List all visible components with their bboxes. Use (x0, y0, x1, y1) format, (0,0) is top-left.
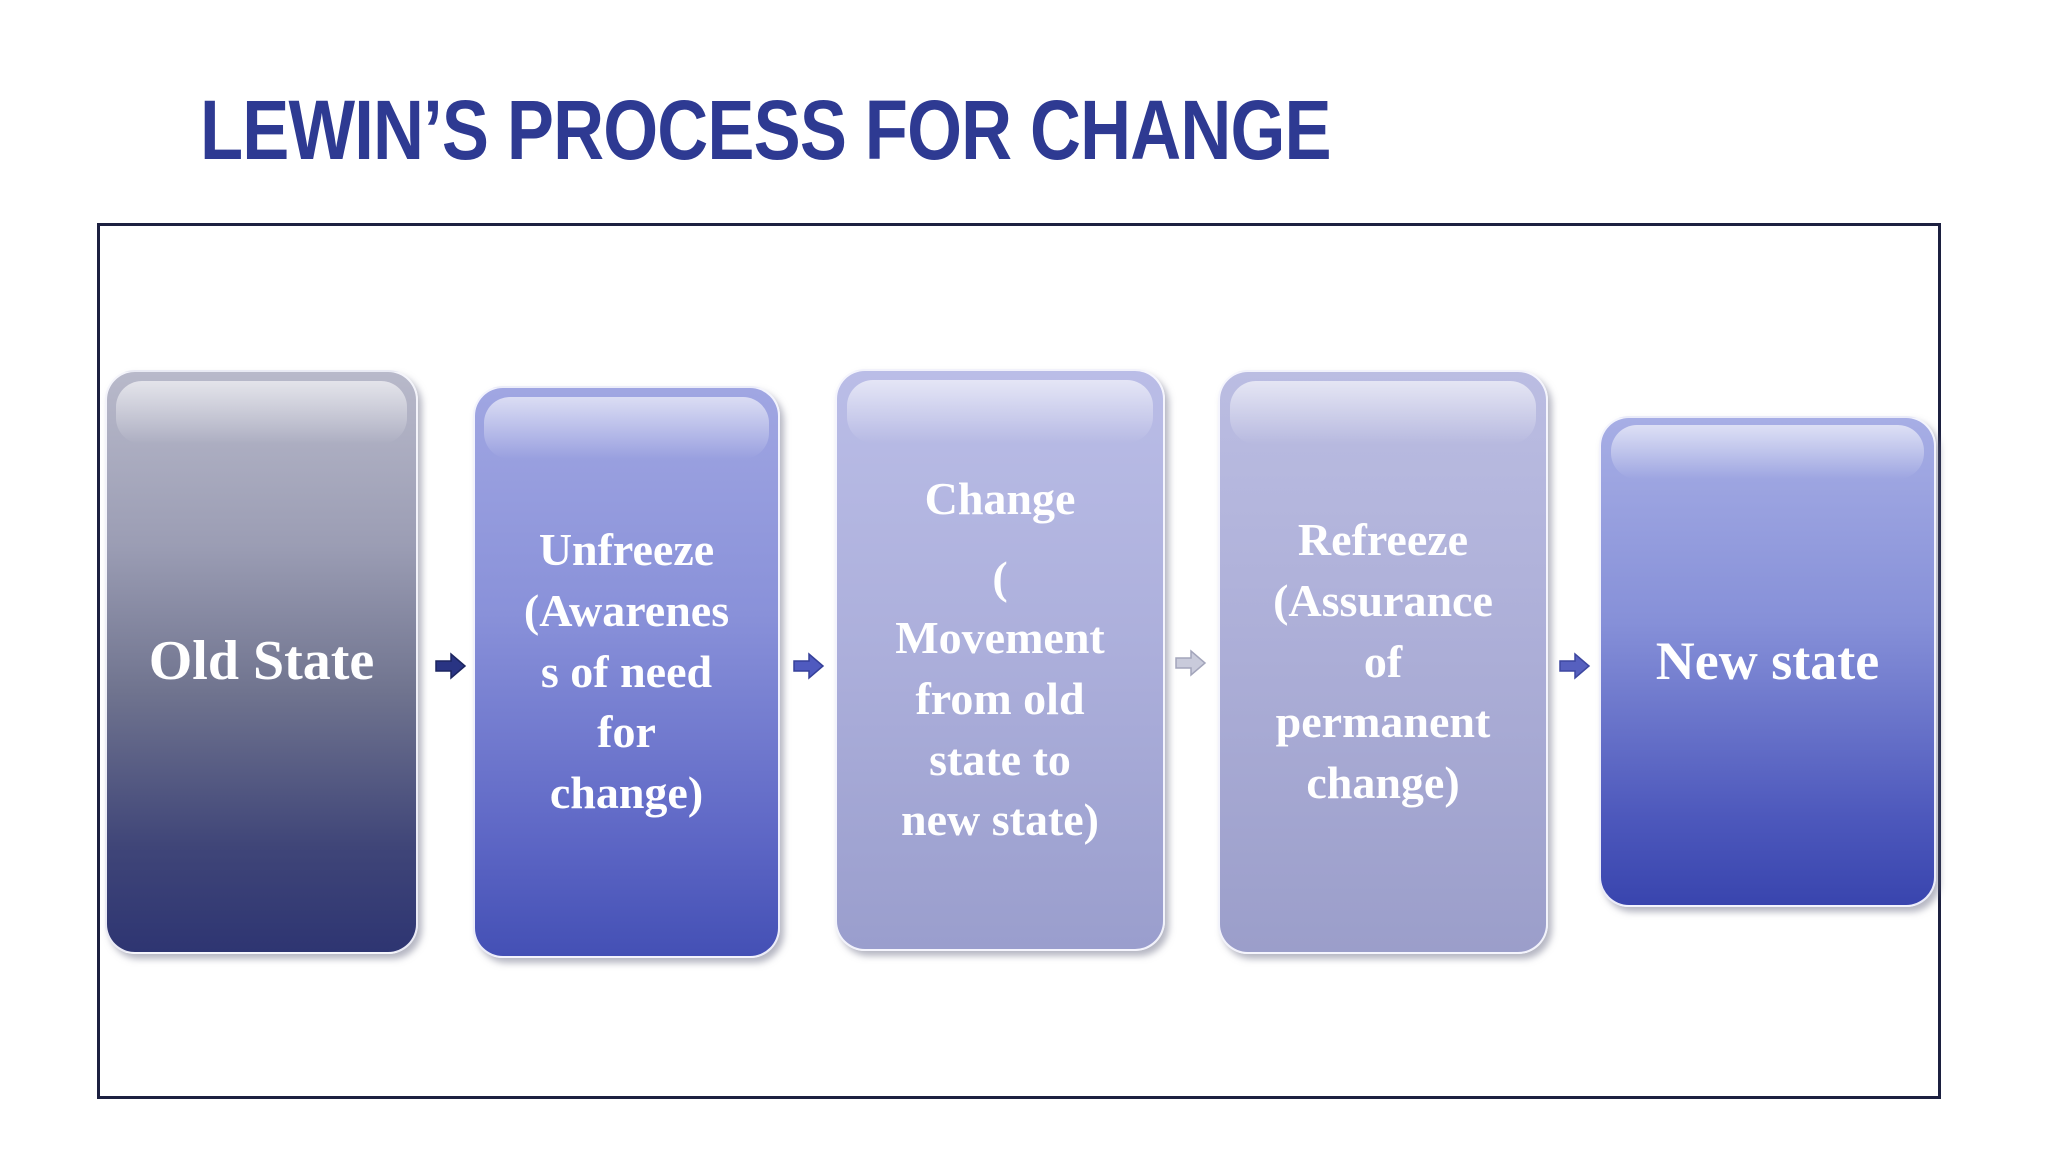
process-step-label: Change ( Movement from old state to new … (837, 469, 1163, 851)
process-step-unfreeze: Unfreeze (Awarenes s of need for change) (473, 386, 780, 958)
process-step-old-state: Old State (105, 370, 418, 954)
right-arrow-icon (793, 652, 825, 680)
step-line: Change (924, 472, 1076, 524)
step-line: ( (992, 551, 1008, 603)
process-step-label: Unfreeze (Awarenes s of need for change) (475, 520, 778, 824)
process-step-label: Old State (107, 628, 416, 695)
step-line: Unfreeze (538, 524, 715, 576)
step-line: Old State (148, 630, 375, 693)
diagram-frame: Old State Unfreeze (Awarenes s of need f… (97, 223, 1941, 1099)
process-step-change: Change ( Movement from old state to new … (835, 369, 1165, 951)
step-line: Movement (895, 612, 1105, 664)
step-line: New state (1655, 631, 1880, 692)
step-line: Refreeze (1297, 514, 1469, 566)
step-line: state to (929, 733, 1071, 785)
right-arrow-icon (435, 652, 467, 680)
step-line: permanent (1275, 696, 1491, 748)
step-line: (Awarenes (523, 584, 730, 636)
process-step-label: Refreeze (Assurance of permanent change) (1220, 510, 1546, 814)
right-arrow-icon (1559, 652, 1591, 680)
step-line: new state) (901, 794, 1099, 846)
step-line: change) (1306, 757, 1460, 809)
step-line: s of need (540, 645, 713, 697)
right-arrow-icon (1175, 649, 1207, 677)
process-step-refreeze: Refreeze (Assurance of permanent change) (1218, 370, 1548, 954)
process-step-new-state: New state (1599, 416, 1936, 907)
step-line: of (1363, 635, 1403, 687)
step-line: (Assurance (1273, 574, 1493, 626)
page-title: LEWIN’S PROCESS FOR CHANGE (200, 83, 1332, 177)
step-line: change) (549, 767, 704, 819)
step-line: from old (915, 673, 1085, 724)
process-step-label: New state (1601, 629, 1934, 694)
step-line: for (597, 706, 656, 758)
